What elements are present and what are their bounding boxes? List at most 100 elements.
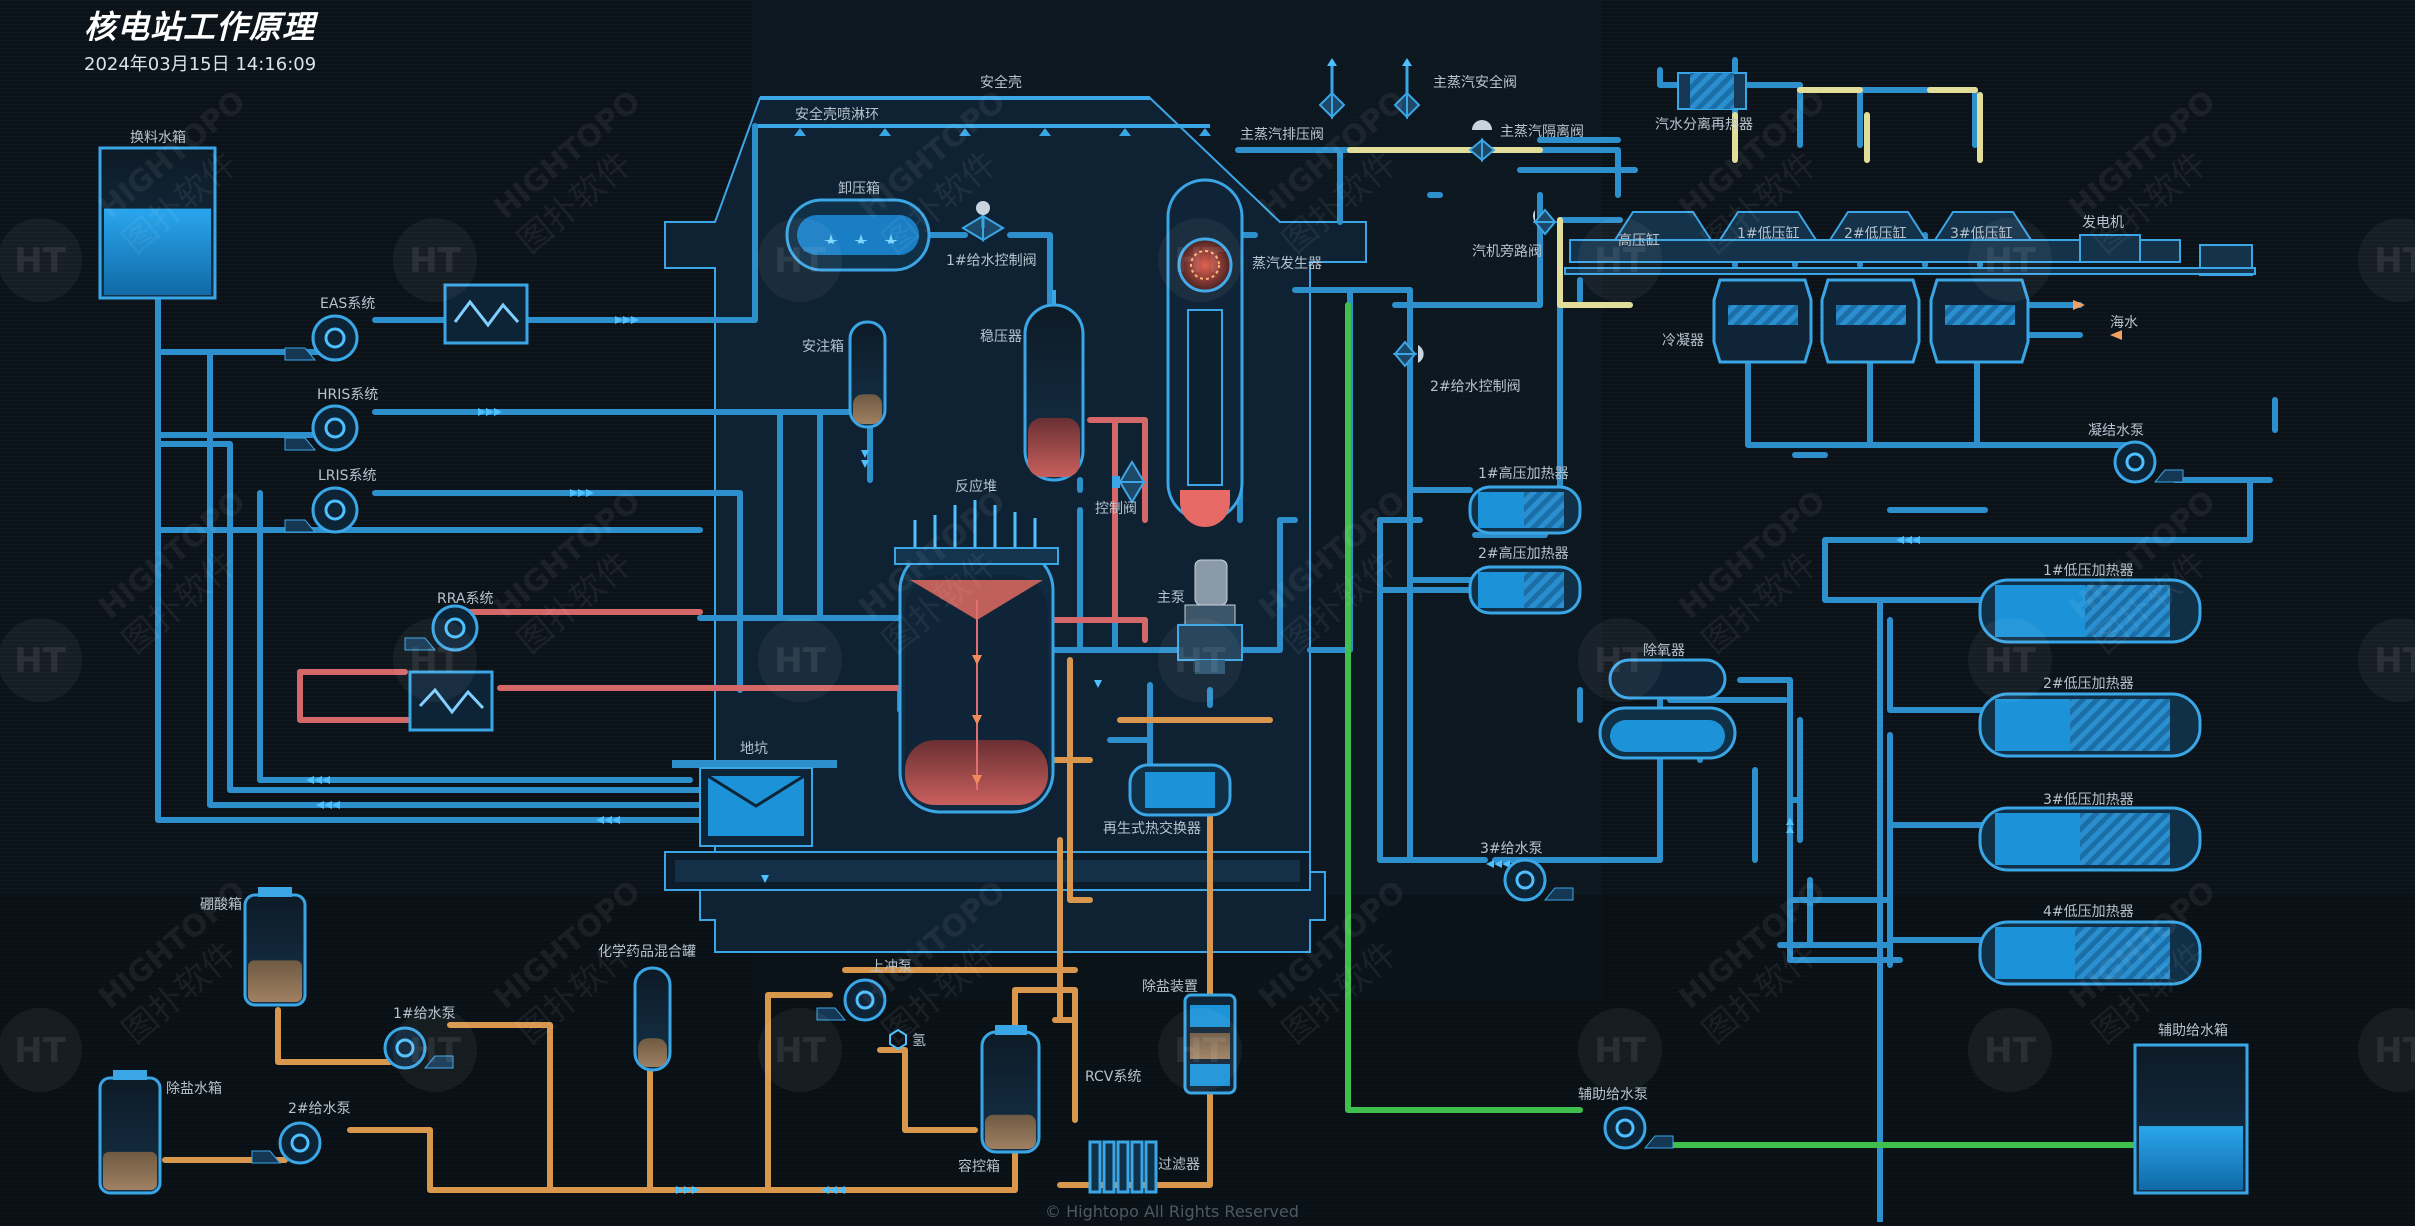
watermark-logo xyxy=(2358,618,2415,702)
pump-feed-3 xyxy=(1503,858,1574,902)
pump-condensate xyxy=(2113,440,2184,484)
label-feed-pump-2: 2#给水泵 xyxy=(288,1101,351,1117)
watermark-logo xyxy=(758,1008,842,1092)
watermark-logo-text: HT xyxy=(14,241,66,281)
watermark-logo xyxy=(2358,218,2415,302)
watermark-logo xyxy=(1578,1008,1662,1092)
label-demin-device: 除盐装置 xyxy=(1142,979,1198,995)
aux-feed-water-tank xyxy=(2133,1043,2249,1195)
pump-hris xyxy=(284,404,359,452)
pump-rra xyxy=(404,604,479,652)
watermark-logo-text: HT xyxy=(1594,241,1646,281)
label-containment: 安全壳 xyxy=(980,75,1022,91)
pipes-yellow xyxy=(1347,87,1983,308)
watermark-logo-text: HT xyxy=(774,641,826,681)
label-control-valve: 控制阀 xyxy=(1095,501,1137,517)
watermark-logo xyxy=(393,1008,477,1092)
pressurizer xyxy=(1023,290,1085,482)
condensers xyxy=(1712,278,2030,364)
watermark-logo xyxy=(1158,1008,1242,1092)
filter xyxy=(1088,1140,1158,1194)
watermark-logo-text: HT xyxy=(774,241,826,281)
safety-injection-tank xyxy=(848,320,887,429)
watermark-logo-text: HT xyxy=(774,1031,826,1071)
label-demin-tank: 除盐水箱 xyxy=(166,1081,222,1097)
watermark-logo xyxy=(1968,1008,2052,1092)
label-generator: 发电机 xyxy=(2082,215,2124,231)
pump-feed-2 xyxy=(251,1121,322,1165)
label-hp-heater-2: 2#高压加热器 xyxy=(1478,546,1569,562)
label-volume-control-tank: 容控箱 xyxy=(958,1159,1000,1175)
label-deaerator: 除氧器 xyxy=(1643,643,1685,659)
label-aux-feed-pump: 辅助给水泵 xyxy=(1578,1087,1648,1103)
watermark-logo xyxy=(1578,218,1662,302)
main-steam-isolation-valve xyxy=(1468,120,1496,163)
watermark-logo xyxy=(393,218,477,302)
pump-eas xyxy=(284,314,359,362)
label-condenser: 冷凝器 xyxy=(1662,333,1704,349)
steam-generator xyxy=(1166,178,1244,527)
watermark-logo-text: HT xyxy=(409,241,461,281)
label-condensate-pump: 凝结水泵 xyxy=(2088,423,2144,439)
label-feed-valve-2: 2#给水控制阀 xyxy=(1430,379,1521,395)
label-chem-mix: 化学药品混合罐 xyxy=(598,944,696,960)
turbines xyxy=(1564,211,2256,276)
label-hris: HRIS系统 xyxy=(317,387,379,403)
label-aux-feed-tank: 辅助给水箱 xyxy=(2158,1023,2228,1039)
watermark-logo-text: HT xyxy=(1984,241,2036,281)
flow-arrows xyxy=(306,316,1920,1194)
watermark-logo xyxy=(0,218,82,302)
main-pump xyxy=(1177,559,1243,674)
hp-heaters xyxy=(1468,485,1582,615)
label-steam-generator: 蒸汽发生器 xyxy=(1252,256,1322,272)
label-hp-cylinder: 高压缸 xyxy=(1618,233,1660,249)
label-charging-pump: 上冲泵 xyxy=(870,959,912,975)
pipes-green xyxy=(1345,302,2143,1148)
watermark-logo-text: HT xyxy=(1174,1031,1226,1071)
watermark-logo xyxy=(1158,218,1242,302)
watermark-logo-text: HT xyxy=(2374,241,2415,281)
watermark-logo-text: HT xyxy=(409,1031,461,1071)
seawater-arrows xyxy=(2073,300,2122,340)
chem-mix-tank xyxy=(633,966,672,1072)
label-lp2: 2#低压缸 xyxy=(1844,226,1907,242)
label-hp-heater-1: 1#高压加热器 xyxy=(1478,466,1569,482)
main-steam-safety-valve xyxy=(1393,58,1421,120)
watermark-logo xyxy=(0,1008,82,1092)
heat-exchanger-rra xyxy=(408,670,494,732)
control-valve xyxy=(1112,460,1146,504)
main-steam-relief-valve xyxy=(1318,58,1346,120)
watermark-logo-text: HT xyxy=(1984,1031,2036,1071)
label-hydrogen: 氢 xyxy=(912,1033,926,1049)
pump-lris xyxy=(284,486,359,534)
label-lp-heater-3: 3#低压加热器 xyxy=(2043,792,2134,808)
watermark-logo-text: HT xyxy=(1594,641,1646,681)
watermark-logo xyxy=(1158,618,1242,702)
label-rcv: RCV系统 xyxy=(1085,1069,1142,1085)
label-sump: 地坑 xyxy=(740,741,768,757)
label-moisture-separator: 汽水分离再热器 xyxy=(1655,117,1753,133)
label-lp-heater-2: 2#低压加热器 xyxy=(2043,676,2134,692)
turbine-bypass-valve xyxy=(1532,208,1558,236)
pump-feed-1 xyxy=(383,1026,454,1070)
refuel-water-tank xyxy=(98,146,217,300)
pump-charging xyxy=(816,978,887,1022)
containment-base-inner xyxy=(675,860,1300,882)
watermark-logo-text: HT xyxy=(1594,1031,1646,1071)
label-main-steam-isolation: 主蒸汽隔离阀 xyxy=(1500,124,1584,140)
watermark-logo-text: HT xyxy=(2374,641,2415,681)
label-seawater: 海水 xyxy=(2110,315,2138,331)
pump-aux-feed xyxy=(1603,1106,1674,1150)
label-lp-heater-4: 4#低压加热器 xyxy=(2043,904,2134,920)
sump xyxy=(672,760,837,847)
label-rra: RRA系统 xyxy=(437,591,494,607)
watermark-logo xyxy=(1968,218,2052,302)
label-regen-hx: 再生式热交换器 xyxy=(1103,821,1201,837)
label-lp-heater-1: 1#低压加热器 xyxy=(2043,563,2134,579)
spray-nozzles xyxy=(794,128,1211,136)
label-feed-pump-3: 3#给水泵 xyxy=(1480,841,1543,857)
heat-exchanger-eas xyxy=(443,283,529,345)
hydrogen-icon xyxy=(889,1028,907,1051)
label-lp1: 1#低压缸 xyxy=(1737,226,1800,242)
